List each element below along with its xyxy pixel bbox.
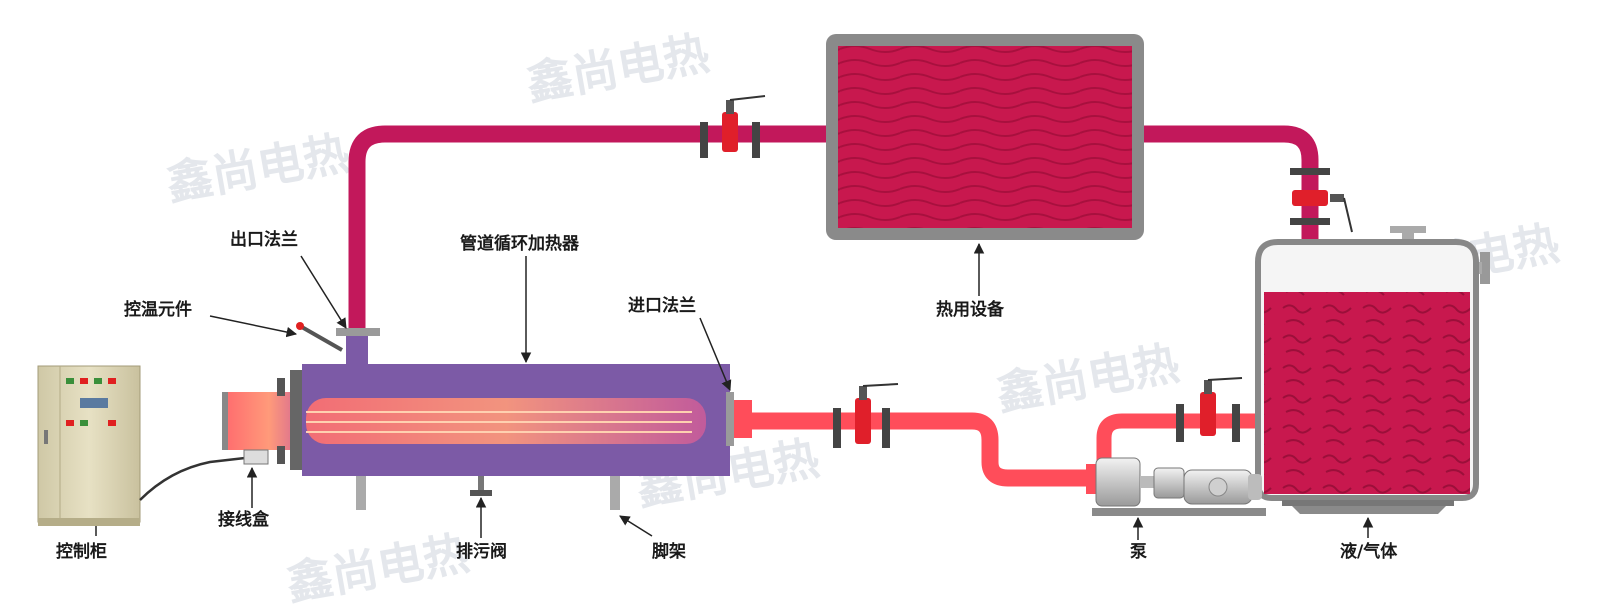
label-temp-control: 控温元件 — [124, 300, 192, 320]
valve-tank-outlet — [1176, 377, 1243, 442]
watermark-text: 鑫尚电热 — [163, 126, 354, 211]
feed-pipe — [752, 412, 1092, 487]
valve-return — [1290, 168, 1353, 233]
label-inlet-flange: 进口法兰 — [628, 296, 696, 316]
temp-control-probe — [299, 324, 343, 352]
pointer-outlet-flange — [300, 255, 347, 329]
control-cabinet — [37, 365, 141, 526]
hot-supply-pipe — [348, 125, 826, 348]
label-heat-equipment: 热用设备 — [936, 300, 1004, 320]
pointer-temp-control — [209, 315, 298, 338]
watermark-text: 鑫尚电热 — [283, 526, 474, 604]
pump-discharge-pipe — [1096, 413, 1258, 462]
label-pump: 泵 — [1130, 542, 1147, 562]
valve-top — [700, 95, 766, 158]
label-liquid-gas: 液/气体 — [1340, 542, 1398, 562]
return-pipe — [1140, 125, 1319, 248]
label-junction-box: 接线盒 — [218, 510, 269, 530]
valve-inlet — [833, 383, 899, 448]
label-control-cabinet: 控制柜 — [56, 542, 107, 562]
pipeline-heater — [222, 322, 752, 510]
pump — [1086, 457, 1266, 516]
liquid-gas-tank — [1255, 226, 1490, 514]
heat-equipment — [826, 34, 1144, 240]
watermark-text: 鑫尚电热 — [993, 336, 1184, 421]
label-pipeline-heater: 管道循环加热器 — [460, 234, 579, 254]
label-support: 脚架 — [652, 542, 686, 562]
pointer-support — [619, 515, 653, 537]
cable — [139, 456, 246, 501]
pointer-inlet-flange — [699, 317, 732, 391]
label-drain-valve: 排污阀 — [456, 542, 507, 562]
watermark-text: 鑫尚电热 — [523, 26, 714, 111]
label-outlet-flange: 出口法兰 — [230, 230, 298, 250]
